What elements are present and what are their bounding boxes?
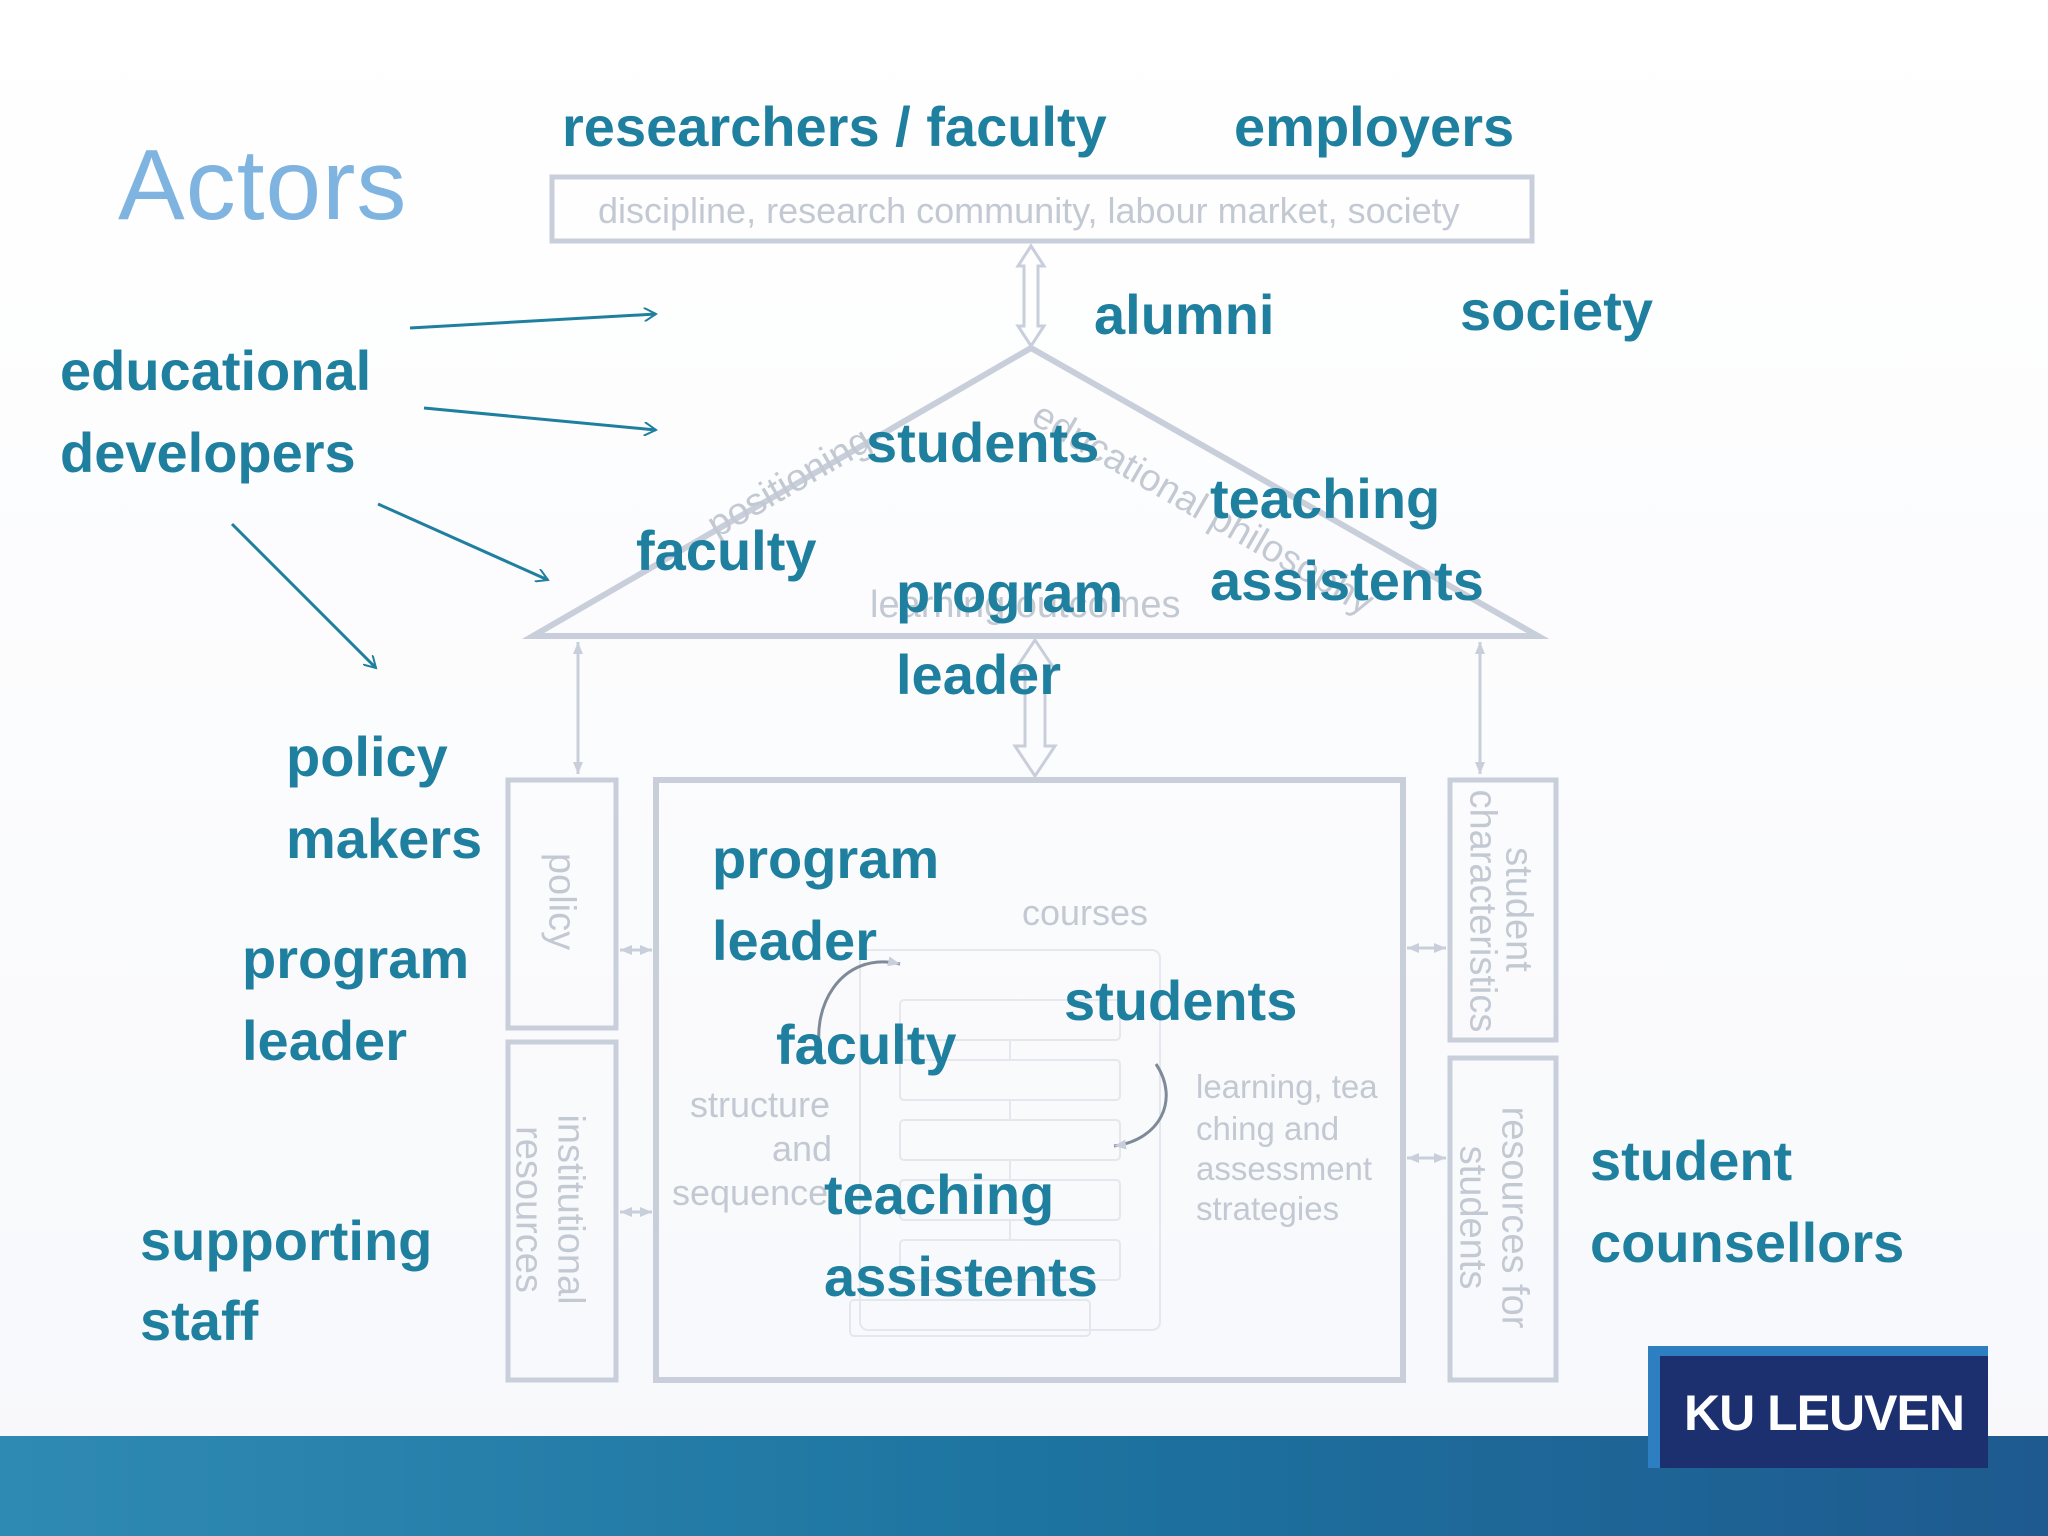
edu-dev-arrow-3 xyxy=(377,502,548,580)
roof-center-double-arrow xyxy=(1012,637,1058,779)
actor-society: society xyxy=(1460,279,1653,342)
top-box-text: discipline, research community, labour m… xyxy=(598,190,1460,231)
sequence-label: sequence xyxy=(672,1172,829,1213)
actor-roof-faculty: faculty xyxy=(636,519,817,582)
actor-policy: policy xyxy=(286,725,448,788)
actor-box-program: program xyxy=(712,827,940,890)
actor-box-teaching: teaching xyxy=(824,1163,1055,1226)
and-label: and xyxy=(772,1128,833,1169)
strategies-line-4: strategies xyxy=(1196,1190,1340,1227)
actor-alumni: alumni xyxy=(1094,283,1275,346)
actor-roof-students: students xyxy=(866,411,1100,474)
resources-label: resources xyxy=(507,1126,550,1293)
actor-box-assistents: assistents xyxy=(824,1245,1098,1308)
actor-box-students: students xyxy=(1064,969,1298,1032)
strategies-line-2: ching and xyxy=(1196,1110,1340,1147)
logo-text: KU LEUVEN xyxy=(1684,1385,1965,1441)
top-context-box xyxy=(549,174,1535,244)
actor-employers: employers xyxy=(1234,95,1515,158)
policy-box xyxy=(505,777,619,1031)
actor-box-leader: leader xyxy=(712,909,877,972)
students-resources-label: students xyxy=(1451,1145,1494,1290)
curved-arrow-left xyxy=(817,956,901,1061)
roof-base-label: learning outcomes xyxy=(870,584,1181,626)
resources-for-label: resources for xyxy=(1493,1106,1536,1329)
actor-supporting: supporting xyxy=(140,1209,433,1272)
actor-roof-program: program xyxy=(896,561,1124,624)
strategies-line-3: assessment xyxy=(1196,1150,1373,1187)
actor-roof-assistents: assistents xyxy=(1210,549,1484,612)
slide-title: Actors xyxy=(118,129,408,241)
actor-staff: staff xyxy=(140,1289,259,1352)
edu-dev-arrow-1 xyxy=(409,314,656,330)
top-double-arrow xyxy=(1015,243,1047,349)
roof-triangle xyxy=(521,344,1550,639)
program-main-box xyxy=(653,777,1406,1383)
curved-arrow-right xyxy=(1113,1063,1168,1150)
actor-makers: makers xyxy=(286,807,483,870)
actor-left-leader: leader xyxy=(242,1009,407,1072)
actor-researchers-faculty: researchers / faculty xyxy=(562,95,1107,158)
actor-developers: developers xyxy=(60,421,356,484)
actor-box-faculty: faculty xyxy=(776,1013,957,1076)
strategies-line-1: learning, tea xyxy=(1196,1068,1378,1105)
characteristics-label: characteristics xyxy=(1461,789,1504,1033)
actor-counsellors: counsellors xyxy=(1590,1211,1905,1274)
edu-dev-arrow-4 xyxy=(230,522,376,668)
actor-educational: educational xyxy=(60,339,372,402)
resources-for-students-box xyxy=(1447,1055,1559,1383)
actor-left-program: program xyxy=(242,927,470,990)
edu-dev-arrow-2 xyxy=(423,406,656,430)
structure-label: structure xyxy=(690,1084,831,1125)
courses-label: courses xyxy=(1022,892,1149,933)
institutional-resources-box xyxy=(505,1039,619,1383)
actor-roof-teaching: teaching xyxy=(1210,467,1441,530)
student-characteristics-box xyxy=(1447,777,1559,1043)
institutional-label: institutional xyxy=(549,1114,592,1305)
ku-leuven-logo: KU LEUVEN xyxy=(1648,1346,1988,1468)
policy-label: policy xyxy=(540,852,583,951)
actor-roof-leader: leader xyxy=(896,643,1061,706)
actor-student: student xyxy=(1590,1129,1793,1192)
